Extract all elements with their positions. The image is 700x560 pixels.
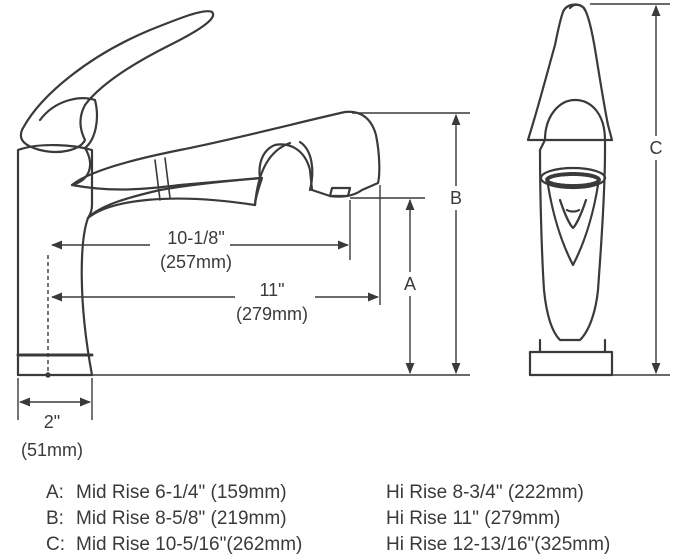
spout-reach-short-imperial: 10-1/8" [167, 228, 224, 248]
front-view [526, 3, 614, 377]
legend-key: B: [46, 508, 64, 529]
legend-mid-rise: Mid Rise 6-1/4" (159mm) [76, 482, 287, 503]
height-legend: A: Mid Rise 6-1/4" (159mm) Hi Rise 8-3/4… [46, 480, 610, 558]
front-dimension-lines [590, 3, 670, 376]
legend-key: C: [46, 534, 65, 555]
spout-reach-long-imperial: 11" [259, 280, 284, 300]
dim-label-c: C [650, 138, 663, 158]
spray-face [539, 166, 607, 190]
front-body-outline [538, 98, 607, 342]
front-lever-outline [526, 3, 614, 142]
base-width-imperial: 2" [44, 412, 60, 432]
legend-hi-rise: Hi Rise 12-13/16"(325mm) [386, 534, 611, 555]
spout-reach-long-metric: (279mm) [236, 304, 308, 324]
legend-hi-rise: Hi Rise 8-3/4" (222mm) [386, 482, 584, 503]
legend-mid-rise: Mid Rise 10-5/16"(262mm) [76, 534, 303, 555]
dim-label-a: A [404, 274, 416, 294]
dim-label-b: B [450, 188, 462, 208]
legend-hi-rise: Hi Rise 11" (279mm) [386, 508, 561, 529]
lever-handle-outline [19, 10, 215, 154]
legend-row-b: B: Mid Rise 8-5/8" (219mm) Hi Rise 11" (… [46, 506, 610, 532]
front-base [528, 350, 614, 377]
spout-reach-short-metric: (257mm) [160, 252, 232, 272]
legend-mid-rise: Mid Rise 8-5/8" (219mm) [76, 508, 287, 529]
legend-row-a: A: Mid Rise 6-1/4" (159mm) Hi Rise 8-3/4… [46, 480, 610, 506]
legend-key: A: [46, 482, 64, 503]
side-view [16, 10, 381, 377]
spout-outline [86, 176, 264, 220]
spray-head-outline [70, 110, 381, 198]
legend-row-c: C: Mid Rise 10-5/16"(262mm) Hi Rise 12-1… [46, 532, 610, 558]
faucet-body-outline [16, 143, 94, 377]
base-width-metric: (51mm) [21, 440, 83, 460]
